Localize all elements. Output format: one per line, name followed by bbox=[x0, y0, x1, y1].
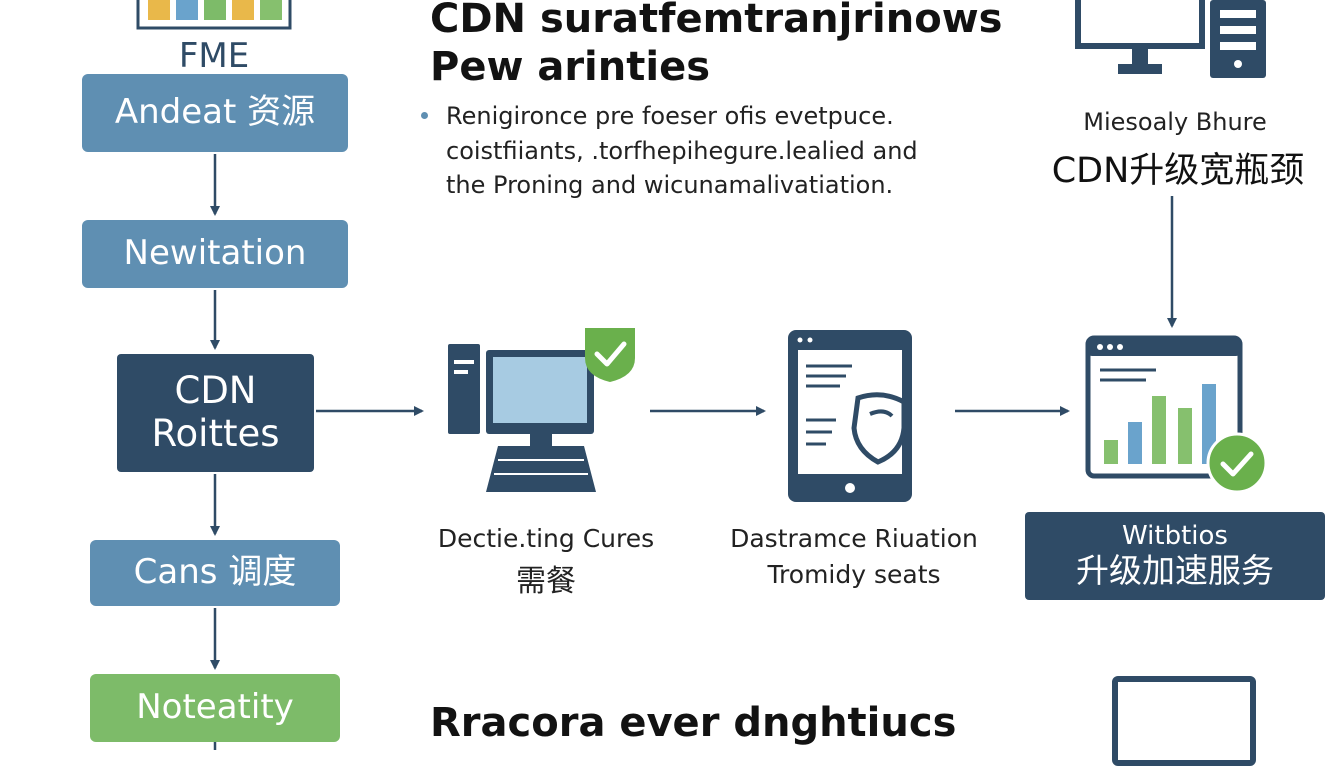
desktop-computer-icon bbox=[448, 344, 596, 492]
page-title-line1: CDN suratfemtranjrinows bbox=[430, 0, 1003, 42]
flow-node-routes-label: Roittes bbox=[151, 412, 280, 455]
acceleration-service-big-label: 升级加速服务 bbox=[1076, 550, 1274, 590]
tablet-shield-icon bbox=[788, 330, 912, 502]
flow-node-cdn-routes: CDN Roittes bbox=[117, 354, 314, 472]
computer-caption-line2: 需餐 bbox=[516, 564, 576, 599]
bullet-dot-icon bbox=[421, 112, 428, 119]
tablet-caption-line2: Tromidy seats bbox=[767, 560, 941, 589]
logo: FME bbox=[136, 0, 292, 76]
logo-text: FME bbox=[178, 36, 250, 76]
page-title-line2: Pew arinties bbox=[430, 44, 710, 90]
description-line-1: Renigironce pre foeser ofis evetpuce. bbox=[446, 102, 894, 130]
flow-node-noteatity-label: Noteatity bbox=[136, 687, 294, 728]
bottleneck-small-label: Miesoaly Bhure bbox=[1083, 108, 1267, 136]
flow-node-noteatity: Noteatity bbox=[90, 674, 340, 742]
flow-node-resource-label: Andeat 资源 bbox=[114, 92, 316, 133]
flow-node-newitation: Newitation bbox=[82, 220, 348, 288]
flow-node-cdn-label: CDN bbox=[174, 369, 257, 413]
flow-arrows bbox=[210, 154, 1177, 750]
acceleration-service-small-label: Witbtios bbox=[1122, 521, 1228, 552]
description-line-3: the Proning and wicunamalivatiation. bbox=[446, 171, 894, 199]
flow-node-resource: Andeat 资源 bbox=[82, 74, 348, 152]
flow-node-newitation-label: Newitation bbox=[123, 233, 307, 274]
flow-node-scheduling-label: Cans 调度 bbox=[133, 552, 297, 593]
computer-caption-line1: Dectie.ting Cures bbox=[437, 524, 655, 553]
tablet-caption-line1: Dastramce Riuation bbox=[730, 524, 978, 553]
monitor-outline-icon bbox=[1112, 676, 1256, 766]
bottleneck-big-label: CDN升级宽瓶颈 bbox=[1051, 151, 1305, 191]
check-shield-icon bbox=[585, 328, 635, 382]
bottom-title: Rracora ever dnghtiucs bbox=[430, 700, 957, 746]
logo-bars-icon bbox=[136, 0, 292, 30]
check-circle-icon bbox=[1206, 432, 1268, 494]
analytics-dashboard-icon bbox=[1085, 335, 1243, 479]
monitor-server-icon bbox=[1075, 0, 1266, 78]
flow-node-scheduling: Cans 调度 bbox=[90, 540, 340, 606]
description-line-2: coistfiiants, .torfhepihegure.lealied an… bbox=[446, 137, 918, 165]
acceleration-service-box: Witbtios 升级加速服务 bbox=[1025, 512, 1325, 600]
